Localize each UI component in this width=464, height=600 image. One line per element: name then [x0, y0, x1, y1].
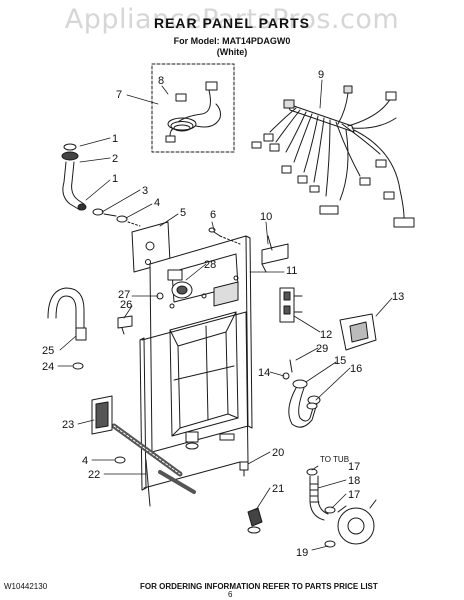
- callout-22: 22: [88, 469, 100, 481]
- parts-17-18-19-pump-hose: [306, 468, 377, 548]
- leader-lines: [57, 79, 393, 551]
- page-title: REAR PANEL PARTS: [153, 15, 310, 31]
- callout-12: 12: [320, 329, 332, 341]
- part-9-wire-harness: [251, 85, 415, 228]
- document-number: W10442130: [4, 582, 48, 591]
- callout-8: 8: [158, 75, 164, 87]
- callout-17a: 17: [348, 461, 360, 473]
- part-12-water-valve: [279, 287, 303, 323]
- color-line: (White): [216, 47, 248, 57]
- callout-26: 26: [120, 299, 132, 311]
- parts-1-2-fill-hose-fittings: [61, 143, 141, 227]
- callout-7: 7: [116, 89, 122, 101]
- callout-19: 19: [296, 547, 308, 559]
- callout-9: 9: [318, 69, 324, 81]
- part-22-spring: [111, 423, 196, 494]
- callout-11: 11: [286, 265, 297, 277]
- part-4b-washer: [114, 456, 126, 464]
- part-8-power-cord-box: [151, 63, 235, 153]
- callout-5: 5: [180, 207, 186, 219]
- callout-29: 29: [316, 343, 328, 355]
- callout-2: 2: [112, 153, 118, 165]
- parts-24-25-hose-clamp: [47, 287, 87, 370]
- part-23-bracket: [91, 395, 113, 435]
- part-28-switch: [167, 269, 193, 299]
- model-line: For Model: MAT14PDAGW0: [173, 36, 291, 46]
- callout-14: 14: [258, 367, 270, 379]
- part-10-bracket: [261, 235, 289, 273]
- callout-18: 18: [348, 475, 360, 487]
- part-13-bracket: [339, 313, 377, 351]
- to-tub-label: TO TUB: [320, 455, 349, 464]
- callout-15: 15: [334, 355, 346, 367]
- page-number: 6: [228, 590, 233, 599]
- callout-23: 23: [62, 419, 74, 431]
- callout-1b: 1: [112, 173, 118, 185]
- callout-13: 13: [392, 291, 404, 303]
- callout-10: 10: [260, 211, 272, 223]
- callout-6: 6: [210, 209, 216, 221]
- ordering-info: FOR ORDERING INFORMATION REFER TO PARTS …: [140, 582, 378, 591]
- callout-1a: 1: [112, 133, 118, 145]
- watermark: AppliancePartsPros.com: [64, 4, 400, 35]
- callout-20: 20: [272, 447, 284, 459]
- callout-24: 24: [42, 361, 54, 373]
- callout-28: 28: [204, 259, 216, 271]
- callout-labels: 7 8 9 1 2 1 3 4 5 6 10 11 12 13 14 15 16…: [42, 69, 404, 559]
- callout-16: 16: [350, 363, 362, 375]
- callout-3: 3: [142, 185, 148, 197]
- callout-4b: 4: [82, 455, 88, 467]
- part-5-upper-panel: [131, 221, 171, 273]
- callout-4a: 4: [154, 197, 160, 209]
- parts-14-15-16-29-drain-hose: [282, 359, 321, 428]
- parts-20-21-fasteners: [239, 461, 263, 534]
- part-11-rear-panel: [139, 235, 253, 507]
- callout-17b: 17: [348, 489, 360, 501]
- callout-25: 25: [42, 345, 54, 357]
- callout-21: 21: [272, 483, 284, 495]
- callout-27: 27: [118, 289, 130, 301]
